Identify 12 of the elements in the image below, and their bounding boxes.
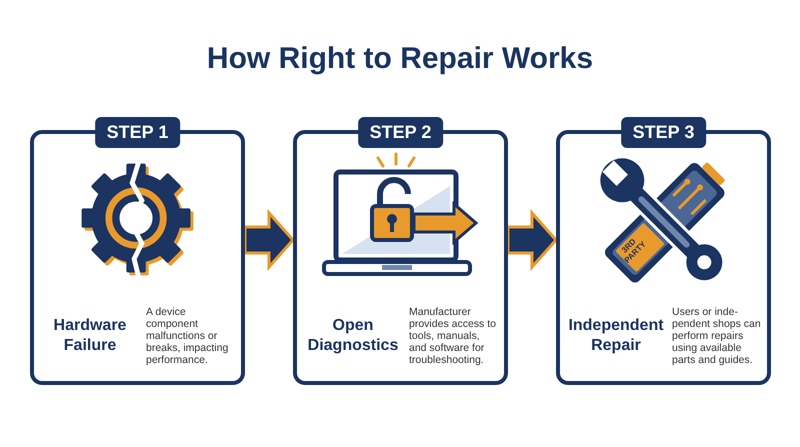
step-badge: STEP 1 [94, 117, 180, 148]
step-description: Manufacturer provides access to tools, manuals, and software for troubleshooting. [409, 306, 497, 366]
step-title: Hardware Failure [52, 316, 128, 356]
step-title: Open Diagnostics [306, 316, 400, 356]
block-arrow [244, 209, 295, 271]
step-title: Independent Repair [567, 316, 665, 356]
step-badge: STEP 2 [358, 117, 444, 148]
diagram-title: How Right to Repair Works [206, 41, 594, 77]
block-arrow [506, 209, 558, 271]
step-description: Users or inde- pendent shops can perform repairs using available parts and guides. [672, 306, 761, 366]
step-description: A device component malfunctions or breaks, impacting performance. [146, 306, 230, 366]
step-badge: STEP 3 [620, 117, 706, 148]
